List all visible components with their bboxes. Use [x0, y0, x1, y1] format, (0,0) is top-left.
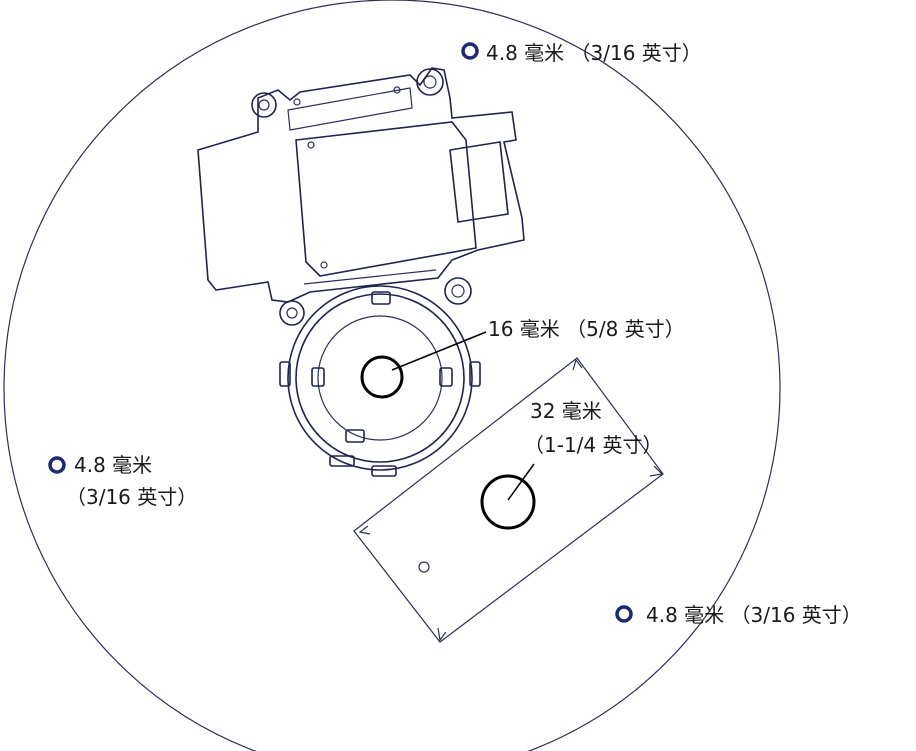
bottom-right-hole-label: 4.8 毫米 （3/16 英寸） — [646, 603, 862, 627]
left-hole-label-line1: 4.8 毫米 — [74, 453, 153, 477]
mount-bracket — [197, 67, 525, 326]
plate-hole-label-line1: 32 毫米 — [530, 399, 602, 423]
center-hole-leader — [391, 331, 487, 371]
large-cable-hole — [480, 474, 536, 530]
junction-plate — [353, 357, 664, 643]
mounting-hole-marker-icon — [461, 42, 479, 60]
camera-housing-ring — [279, 285, 481, 477]
left-hole-label-line2: （3/16 英寸） — [66, 485, 198, 509]
large-hole-leader — [507, 463, 535, 501]
mounting-hole-marker-icon — [48, 456, 66, 474]
top-hole-label: 4.8 毫米 （3/16 英寸） — [486, 41, 702, 65]
template-outline-circle — [3, 0, 781, 751]
center-cable-hole — [360, 355, 404, 399]
plate-hole-label-line2: （1-1/4 英寸） — [524, 433, 663, 457]
center-hole-label: 16 毫米 （5/8 英寸） — [488, 317, 685, 341]
mounting-hole-marker-icon — [615, 605, 633, 623]
